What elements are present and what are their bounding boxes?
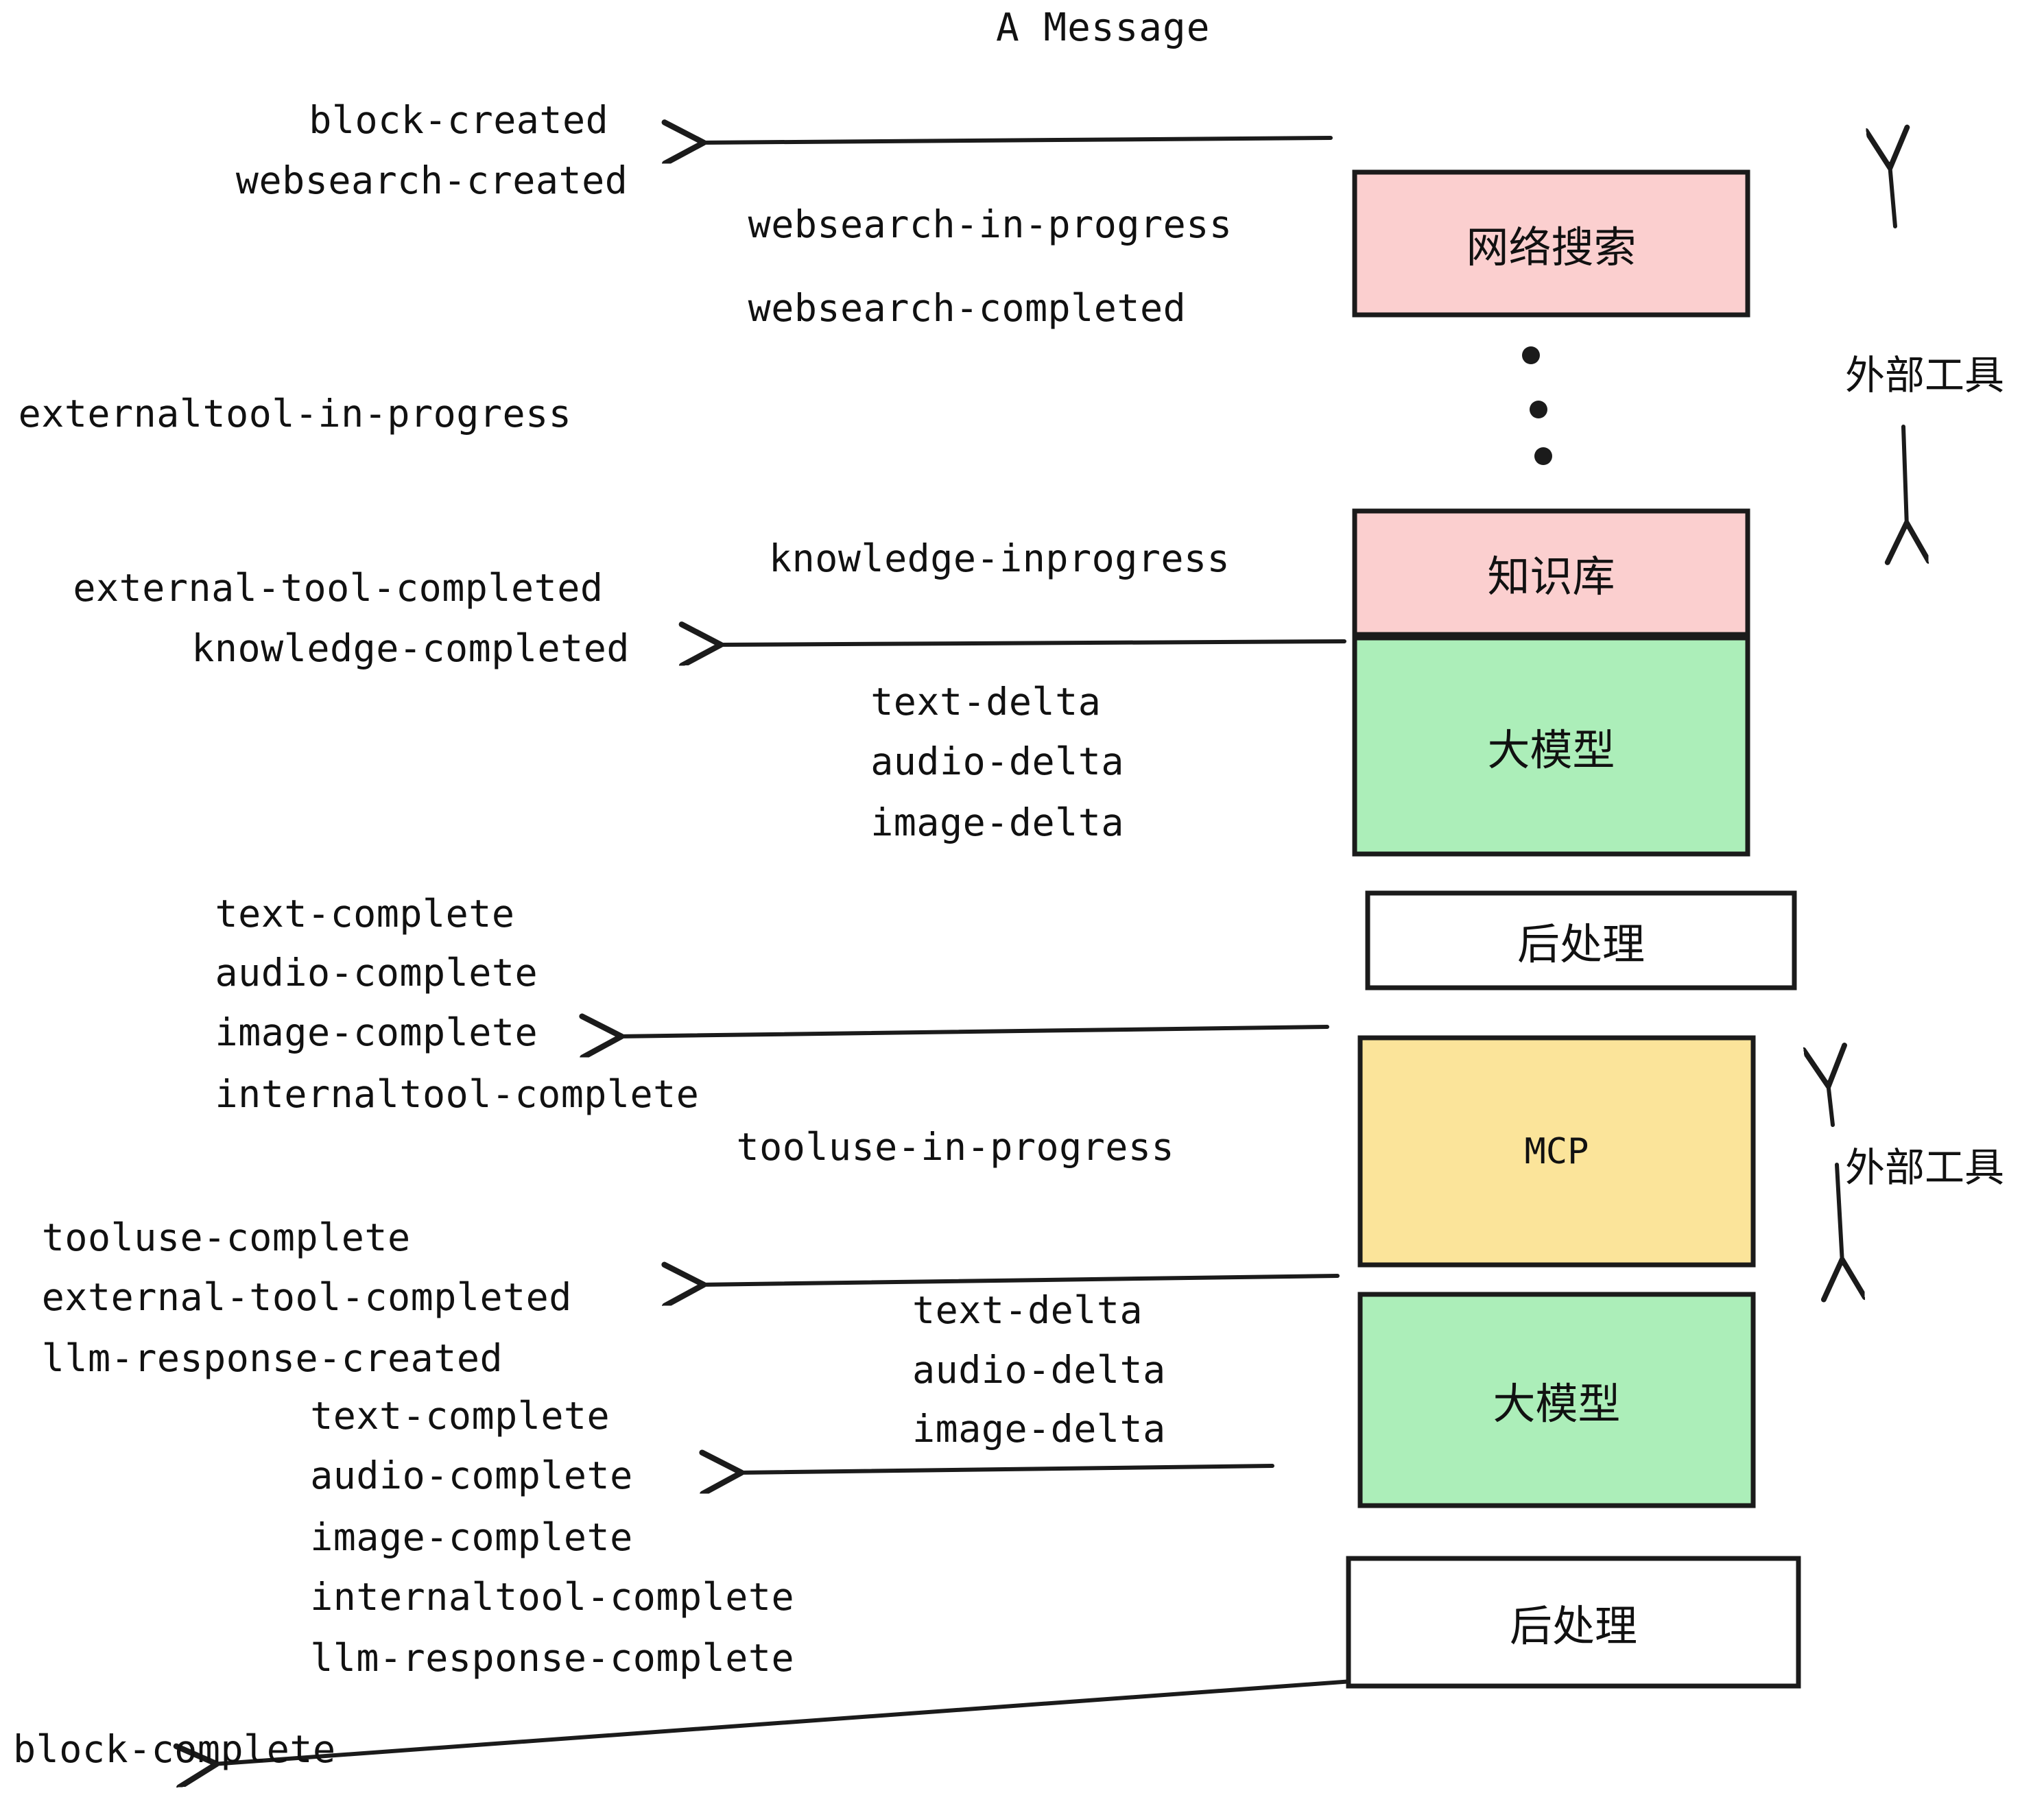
- event-label-audio-delta-1: audio-delta: [870, 739, 1124, 783]
- event-label-knowledge-completed: knowledge-completed: [191, 626, 630, 670]
- event-label-llm-response-complete: llm-response-complete: [310, 1636, 795, 1681]
- event-label-text-delta-1: text-delta: [870, 679, 1102, 724]
- event-label-audio-complete-1: audio-complete: [215, 950, 538, 995]
- event-label-tooluse-complete: tooluse-complete: [41, 1215, 411, 1259]
- side-label-external-tools-bottom: 外部工具: [1845, 1144, 2005, 1191]
- page-title: A Message: [996, 5, 1211, 50]
- node-label-postprocess-2: 后处理: [1509, 1601, 1637, 1651]
- node-box-postprocess-2: [1346, 1556, 1801, 1689]
- event-label-tooluse-in-progress: tooluse-in-progress: [736, 1125, 1175, 1170]
- arrow-block-created: [700, 138, 1333, 143]
- node-box-llm-1: [1352, 635, 1750, 857]
- event-label-block-complete: block-complete: [13, 1727, 336, 1772]
- node-box-postprocess-1: [1365, 890, 1797, 990]
- node-box-websearch: [1352, 169, 1750, 318]
- arrow-block-complete: [213, 1678, 1364, 1764]
- event-label-websearch-created: websearch-created: [235, 158, 628, 202]
- arrow-image-complete: [617, 1027, 1329, 1036]
- event-label-knowledge-inprogress: knowledge-inprogress: [769, 536, 1231, 580]
- event-label-text-complete-1: text-complete: [215, 892, 515, 936]
- event-label-websearch-completed: websearch-completed: [748, 285, 1187, 330]
- node-label-llm-2: 大模型: [1493, 1379, 1621, 1429]
- node-label-websearch: 网络搜索: [1466, 222, 1637, 272]
- event-label-block-created: block-created: [309, 98, 609, 143]
- event-label-text-delta-2: text-delta: [912, 1287, 1143, 1332]
- event-label-internaltool-complete-2: internaltool-complete: [310, 1574, 795, 1619]
- event-label-text-complete-2: text-complete: [310, 1393, 610, 1438]
- event-label-audio-complete-2: audio-complete: [310, 1453, 633, 1498]
- ellipsis-dot-2: [1530, 401, 1547, 418]
- arrow-knowledge-done: [717, 641, 1346, 645]
- arrow-tooluse-done: [700, 1276, 1340, 1285]
- event-label-external-tool-completed-2: external-tool-completed: [41, 1274, 572, 1319]
- event-label-audio-delta-2: audio-delta: [912, 1348, 1166, 1392]
- side-label-external-tools-top: 外部工具: [1845, 352, 2005, 399]
- event-label-externaltool-in-progress: externaltool-in-progress: [18, 391, 572, 436]
- event-label-internaltool-complete-1: internaltool-complete: [215, 1071, 700, 1116]
- ellipsis-dot-1: [1522, 346, 1540, 364]
- event-label-image-delta-1: image-delta: [870, 800, 1124, 845]
- node-box-llm-2: [1357, 1292, 1756, 1508]
- event-label-llm-response-created: llm-response-created: [41, 1336, 503, 1381]
- node-label-postprocess-1: 后处理: [1517, 919, 1645, 969]
- node-box-mcp: [1357, 1035, 1756, 1268]
- ellipsis-dot-3: [1534, 447, 1552, 465]
- event-label-image-complete-2: image-complete: [310, 1515, 633, 1559]
- event-label-websearch-in-progress: websearch-in-progress: [748, 202, 1233, 247]
- node-label-knowledgebase: 知识库: [1487, 551, 1615, 602]
- event-label-image-complete-1: image-complete: [215, 1010, 538, 1055]
- node-label-llm-1: 大模型: [1487, 724, 1615, 775]
- event-label-external-tool-completed-1: external-tool-completed: [73, 566, 604, 610]
- node-label-mcp: MCP: [1524, 1130, 1589, 1172]
- node-box-knowledgebase: [1352, 508, 1750, 637]
- external-tool-range-bottom: [1828, 1082, 1842, 1263]
- event-label-image-delta-2: image-delta: [912, 1406, 1166, 1451]
- arrow-audio-complete: [737, 1466, 1274, 1473]
